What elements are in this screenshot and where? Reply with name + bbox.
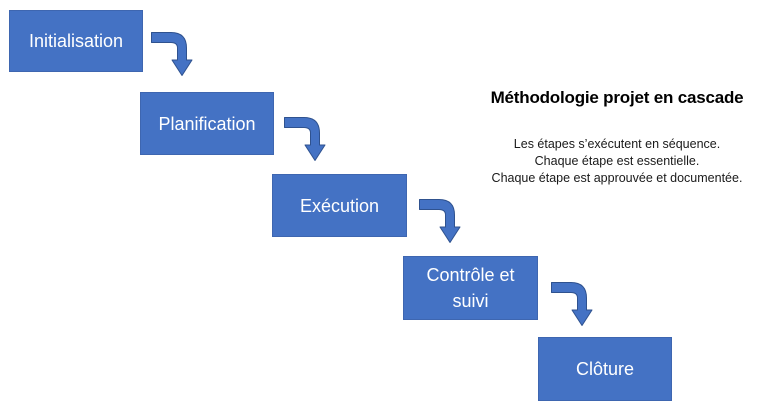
- description-line: Les étapes s’exécutent en séquence.: [513, 137, 721, 151]
- diagram-description: Les étapes s’exécutent en séquence. Chaq…: [468, 136, 766, 187]
- step-box-planification: Planification: [140, 92, 274, 155]
- bent-arrow-down-icon: [151, 32, 193, 76]
- bent-arrow-down-icon: [284, 117, 326, 161]
- side-text-block: Méthodologie projet en cascade Les étape…: [468, 88, 766, 187]
- step-box-controle-et-suivi: Contrôle et suivi: [403, 256, 538, 320]
- step-box-initialisation: Initialisation: [9, 10, 143, 72]
- step-box-execution: Exécution: [272, 174, 407, 237]
- description-line: Chaque étape est essentielle.: [534, 154, 700, 168]
- bent-arrow-down-icon: [419, 199, 461, 243]
- diagram-title: Méthodologie projet en cascade: [490, 88, 744, 107]
- step-label: Planification: [158, 113, 256, 134]
- step-label: Exécution: [299, 195, 380, 216]
- step-box-cloture: Clôture: [538, 337, 672, 401]
- description-line: Chaque étape est approuvée et documentée…: [491, 171, 743, 185]
- step-label: Initialisation: [28, 31, 124, 51]
- bent-arrow-down-icon: [551, 282, 593, 326]
- step-label: Contrôle et suivi: [426, 265, 515, 311]
- step-label: Clôture: [575, 359, 635, 379]
